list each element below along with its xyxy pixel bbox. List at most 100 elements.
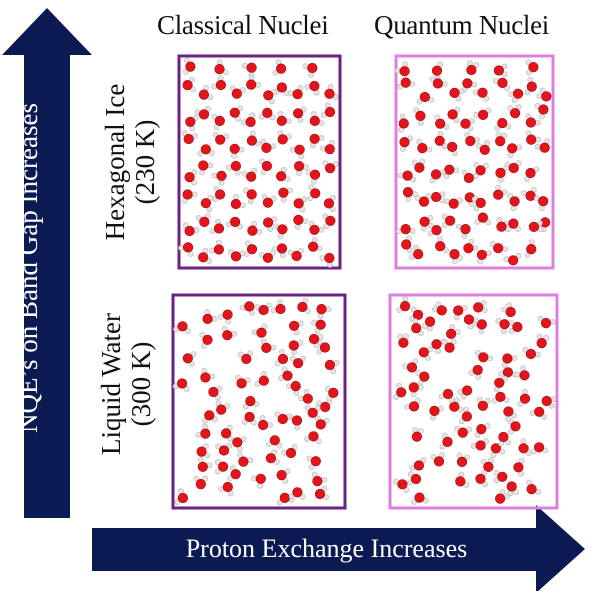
oxygen-atom [431,191,442,203]
hydrogen-atom [467,125,474,132]
hydrogen-atom [441,222,448,229]
hydrogen-atom [255,81,262,88]
hydrogen-atom [510,205,517,212]
oxygen-atom [200,198,211,209]
hydrogen-atom [191,179,197,186]
hydrogen-atom [450,338,457,345]
hydrogen-atom [425,193,432,200]
oxygen-atom [258,304,269,316]
oxygen-atom [195,479,206,490]
oxygen-atom [508,255,519,266]
hydrogen-atom [209,247,215,254]
hydrogen-atom [184,328,191,334]
hydrogen-atom [183,385,190,392]
oxygen-atom [246,244,258,255]
oxygen-atom [258,419,269,431]
hydrogen-atom [247,198,254,205]
hydrogen-atom [534,143,541,150]
hydrogen-atom [265,302,272,309]
horizontal-arrow-label: Proton Exchange Increases [185,534,468,563]
hydrogen-atom [204,308,210,315]
hydrogen-atom [178,244,184,251]
hydrogen-atom [191,191,198,198]
oxygen-atom [183,133,194,145]
hydrogen-atom [326,261,333,268]
molecules-water-classical [172,297,340,506]
oxygen-atom [218,461,229,472]
hydrogen-atom [291,349,297,356]
hydrogen-atom [473,111,479,118]
oxygen-atom [293,214,304,225]
hydrogen-atom [482,481,488,488]
oxygen-atom [406,362,418,373]
horizontal-arrow [92,505,585,593]
row-label-water-temperature: (300 K) [126,341,156,427]
row-label-ice-temperature: (230 K) [130,119,160,205]
hydrogen-atom [251,329,258,336]
vertical-arrow [2,8,92,518]
hydrogen-atom [480,458,487,465]
hydrogen-atom [421,225,427,232]
oxygen-atom [431,339,442,350]
hydrogen-atom [199,169,205,176]
oxygen-atom [198,252,209,263]
oxygen-atom [277,134,288,145]
molecules-ice-quantum [394,59,552,266]
hydrogen-atom [507,428,514,435]
oxygen-atom [476,319,487,330]
hydrogen-atom [430,453,437,460]
hydrogen-atom [315,438,322,444]
oxygen-atom [196,446,207,457]
oxygen-atom [324,106,336,118]
oxygen-atom [292,89,303,100]
hydrogen-atom [201,417,208,424]
oxygen-atom [513,462,524,473]
oxygen-atom [323,198,335,209]
oxygen-atom [309,133,320,144]
hydrogen-atom [199,332,206,338]
oxygen-atom [230,469,241,480]
hydrogen-atom [240,119,247,126]
oxygen-atom [457,427,468,438]
hydrogen-atom [487,355,494,361]
oxygen-atom [509,108,521,119]
hydrogen-atom [270,344,277,351]
hydrogen-atom [458,471,465,478]
oxygen-atom [262,107,273,118]
oxygen-atom [177,492,188,504]
oxygen-atom [518,443,529,454]
hydrogen-atom [233,194,239,200]
oxygen-atom [232,437,243,448]
hydrogen-atom [442,143,449,149]
oxygen-atom [463,243,474,254]
oxygen-atom [411,323,422,334]
oxygen-atom [291,415,303,426]
hydrogen-atom [516,144,523,151]
oxygen-atom [208,386,219,398]
oxygen-atom [236,378,247,389]
hydrogen-atom [399,113,406,120]
oxygen-atom [282,370,293,381]
oxygen-atom [512,88,524,99]
oxygen-atom [308,241,319,252]
oxygen-atom [277,413,288,425]
hydrogen-atom [190,86,196,93]
hydrogen-atom [317,313,324,319]
hydrogen-atom [454,106,461,113]
hydrogen-atom [449,324,456,330]
oxygen-atom [222,309,233,320]
hydrogen-atom [393,394,399,400]
oxygen-atom [214,115,225,126]
oxygen-atom [413,460,425,471]
oxygen-atom [435,241,446,252]
oxygen-atom [184,172,195,183]
row-label-ice: Hexagonal Ice (230 K) [100,32,160,292]
hydrogen-atom [193,114,199,121]
hydrogen-atom [256,228,263,235]
oxygen-atom [449,87,460,98]
oxygen-atom [308,431,319,442]
oxygen-atom [263,217,274,228]
hydrogen-atom [441,81,448,87]
hydrogen-atom [504,85,510,91]
